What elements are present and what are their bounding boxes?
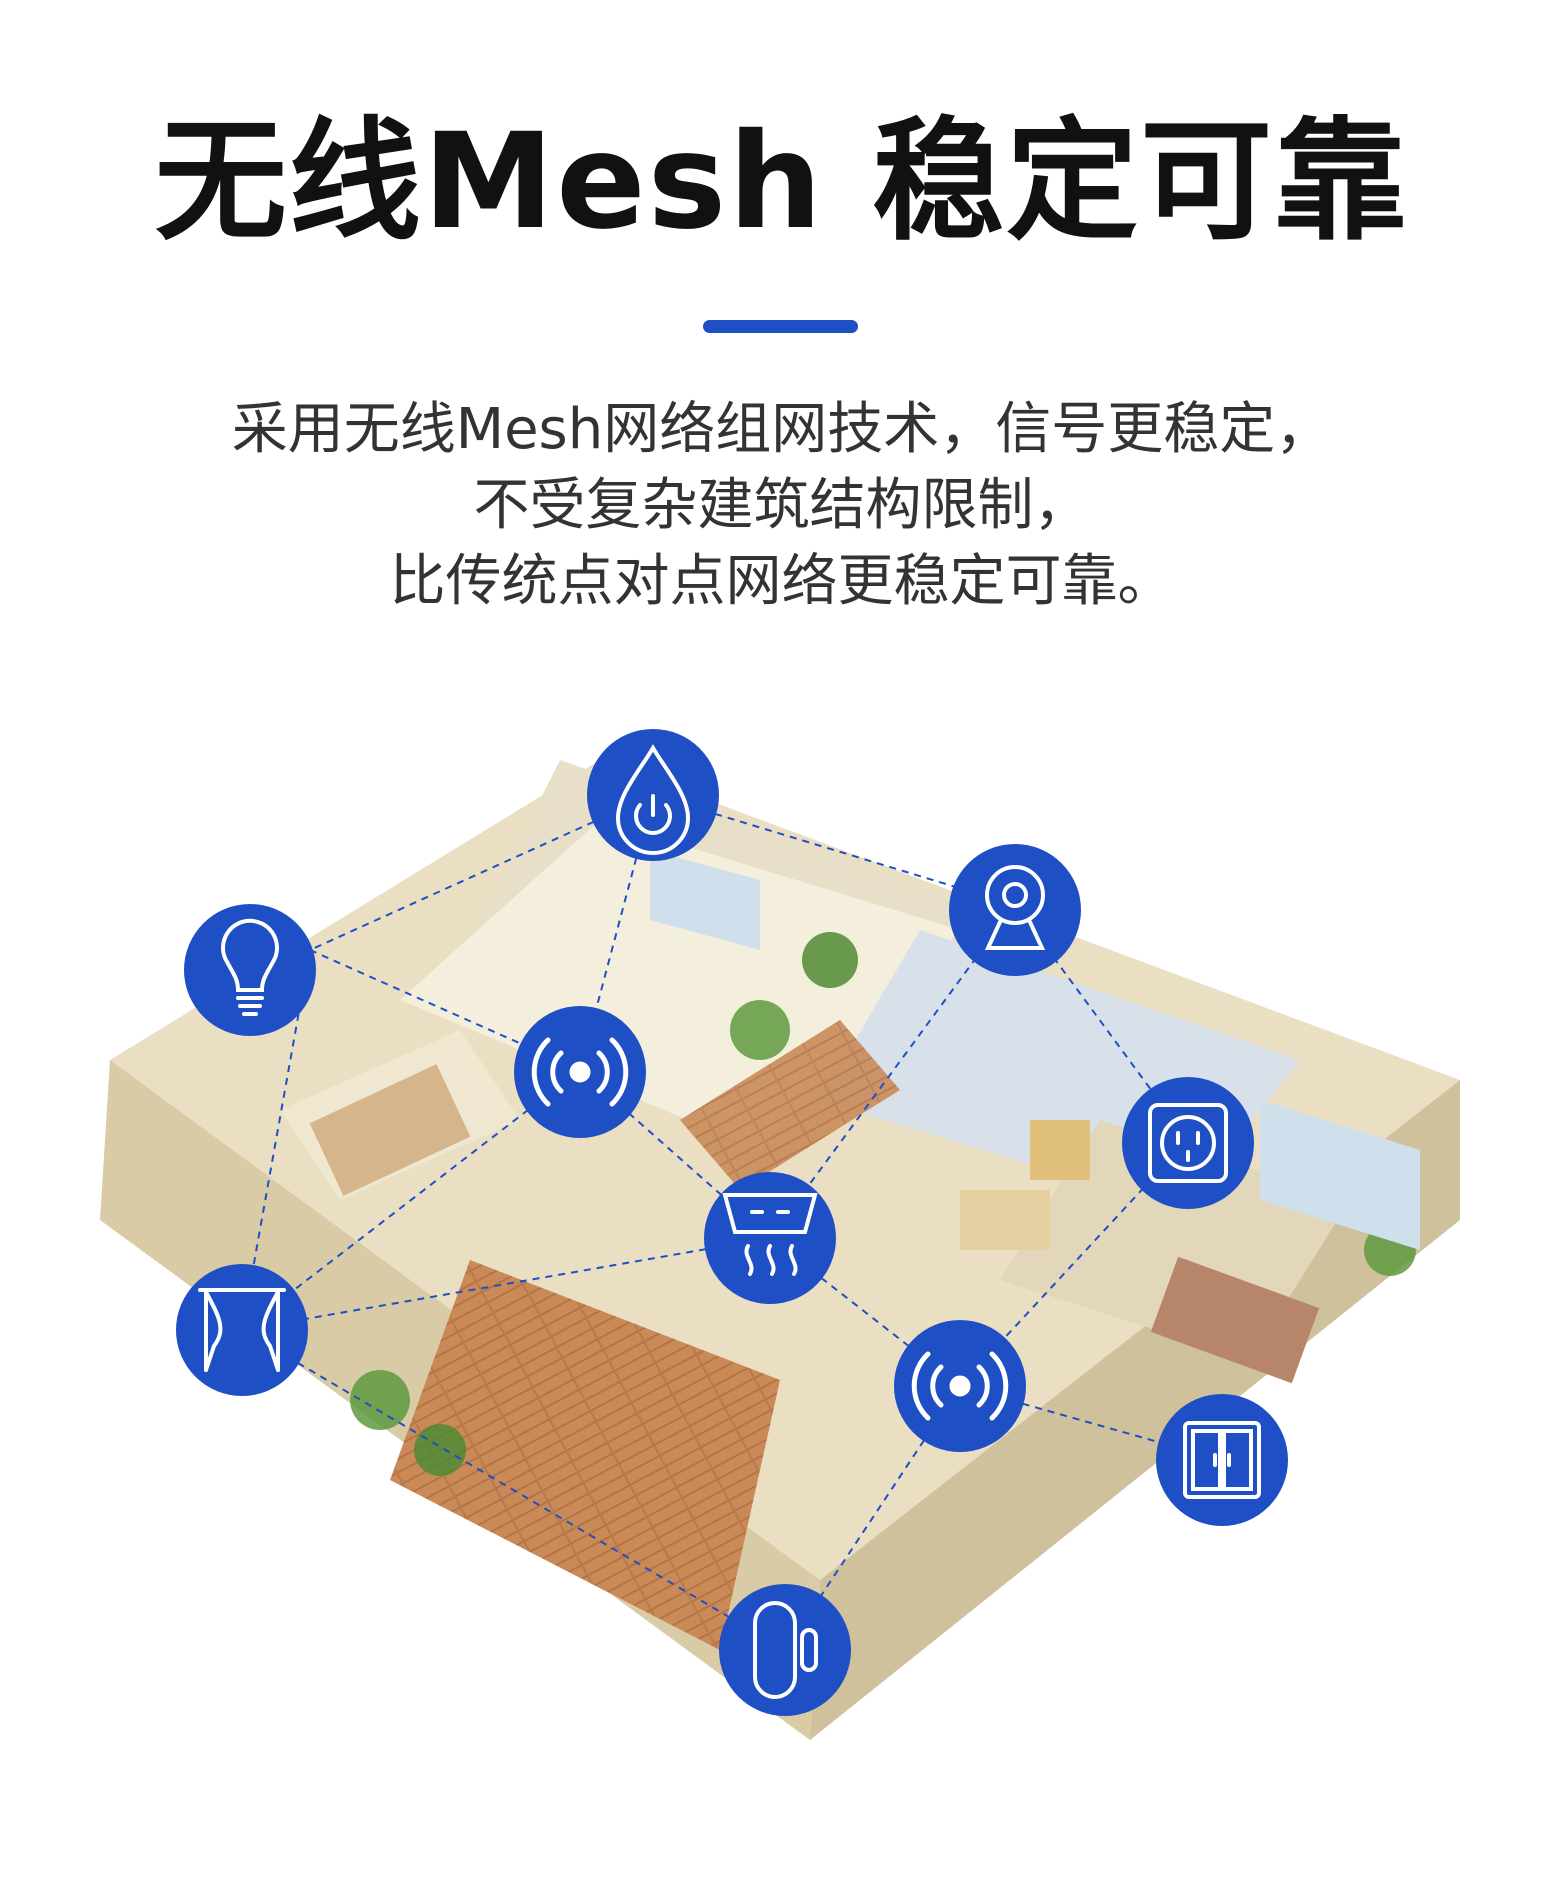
smoke-detector-icon: [722, 1193, 818, 1276]
description: 采用无线Mesh网络组网技术，信号更稳定， 不受复杂建筑结构限制， 比传统点对点…: [0, 392, 1563, 620]
gateway-node-bottom: [894, 1320, 1026, 1452]
socket-node: [1122, 1077, 1254, 1209]
camera-node: [949, 844, 1081, 976]
page-title: 无线Mesh 稳定可靠: [154, 105, 1409, 259]
description-line-3: 比传统点对点网络更稳定可靠。: [389, 549, 1174, 614]
door-sensor-node: [719, 1584, 851, 1716]
light-bulb-icon: [221, 918, 279, 1016]
bulb-node: [184, 904, 316, 1036]
wall-socket-icon: [1148, 1103, 1228, 1183]
signal-broadcast-icon: [911, 1351, 1009, 1421]
curtain-icon: [198, 1288, 286, 1372]
signal-broadcast-icon: [531, 1037, 629, 1107]
switch-node: [1156, 1394, 1288, 1526]
gateway-node-top: [514, 1006, 646, 1138]
floor-plan: [100, 760, 1460, 1740]
wall-switch-icon: [1183, 1421, 1261, 1499]
water-drop-power-icon: [615, 744, 691, 855]
description-line-1: 采用无线Mesh网络组网技术，信号更稳定，: [231, 397, 1332, 462]
camera-icon: [984, 865, 1046, 950]
door-sensor-icon: [753, 1601, 818, 1699]
water-sensor-node: [587, 729, 719, 861]
description-line-2: 不受复杂建筑结构限制，: [473, 473, 1090, 538]
smoke-node: [704, 1172, 836, 1304]
curtain-node: [176, 1264, 308, 1396]
title-underline: [703, 320, 858, 333]
